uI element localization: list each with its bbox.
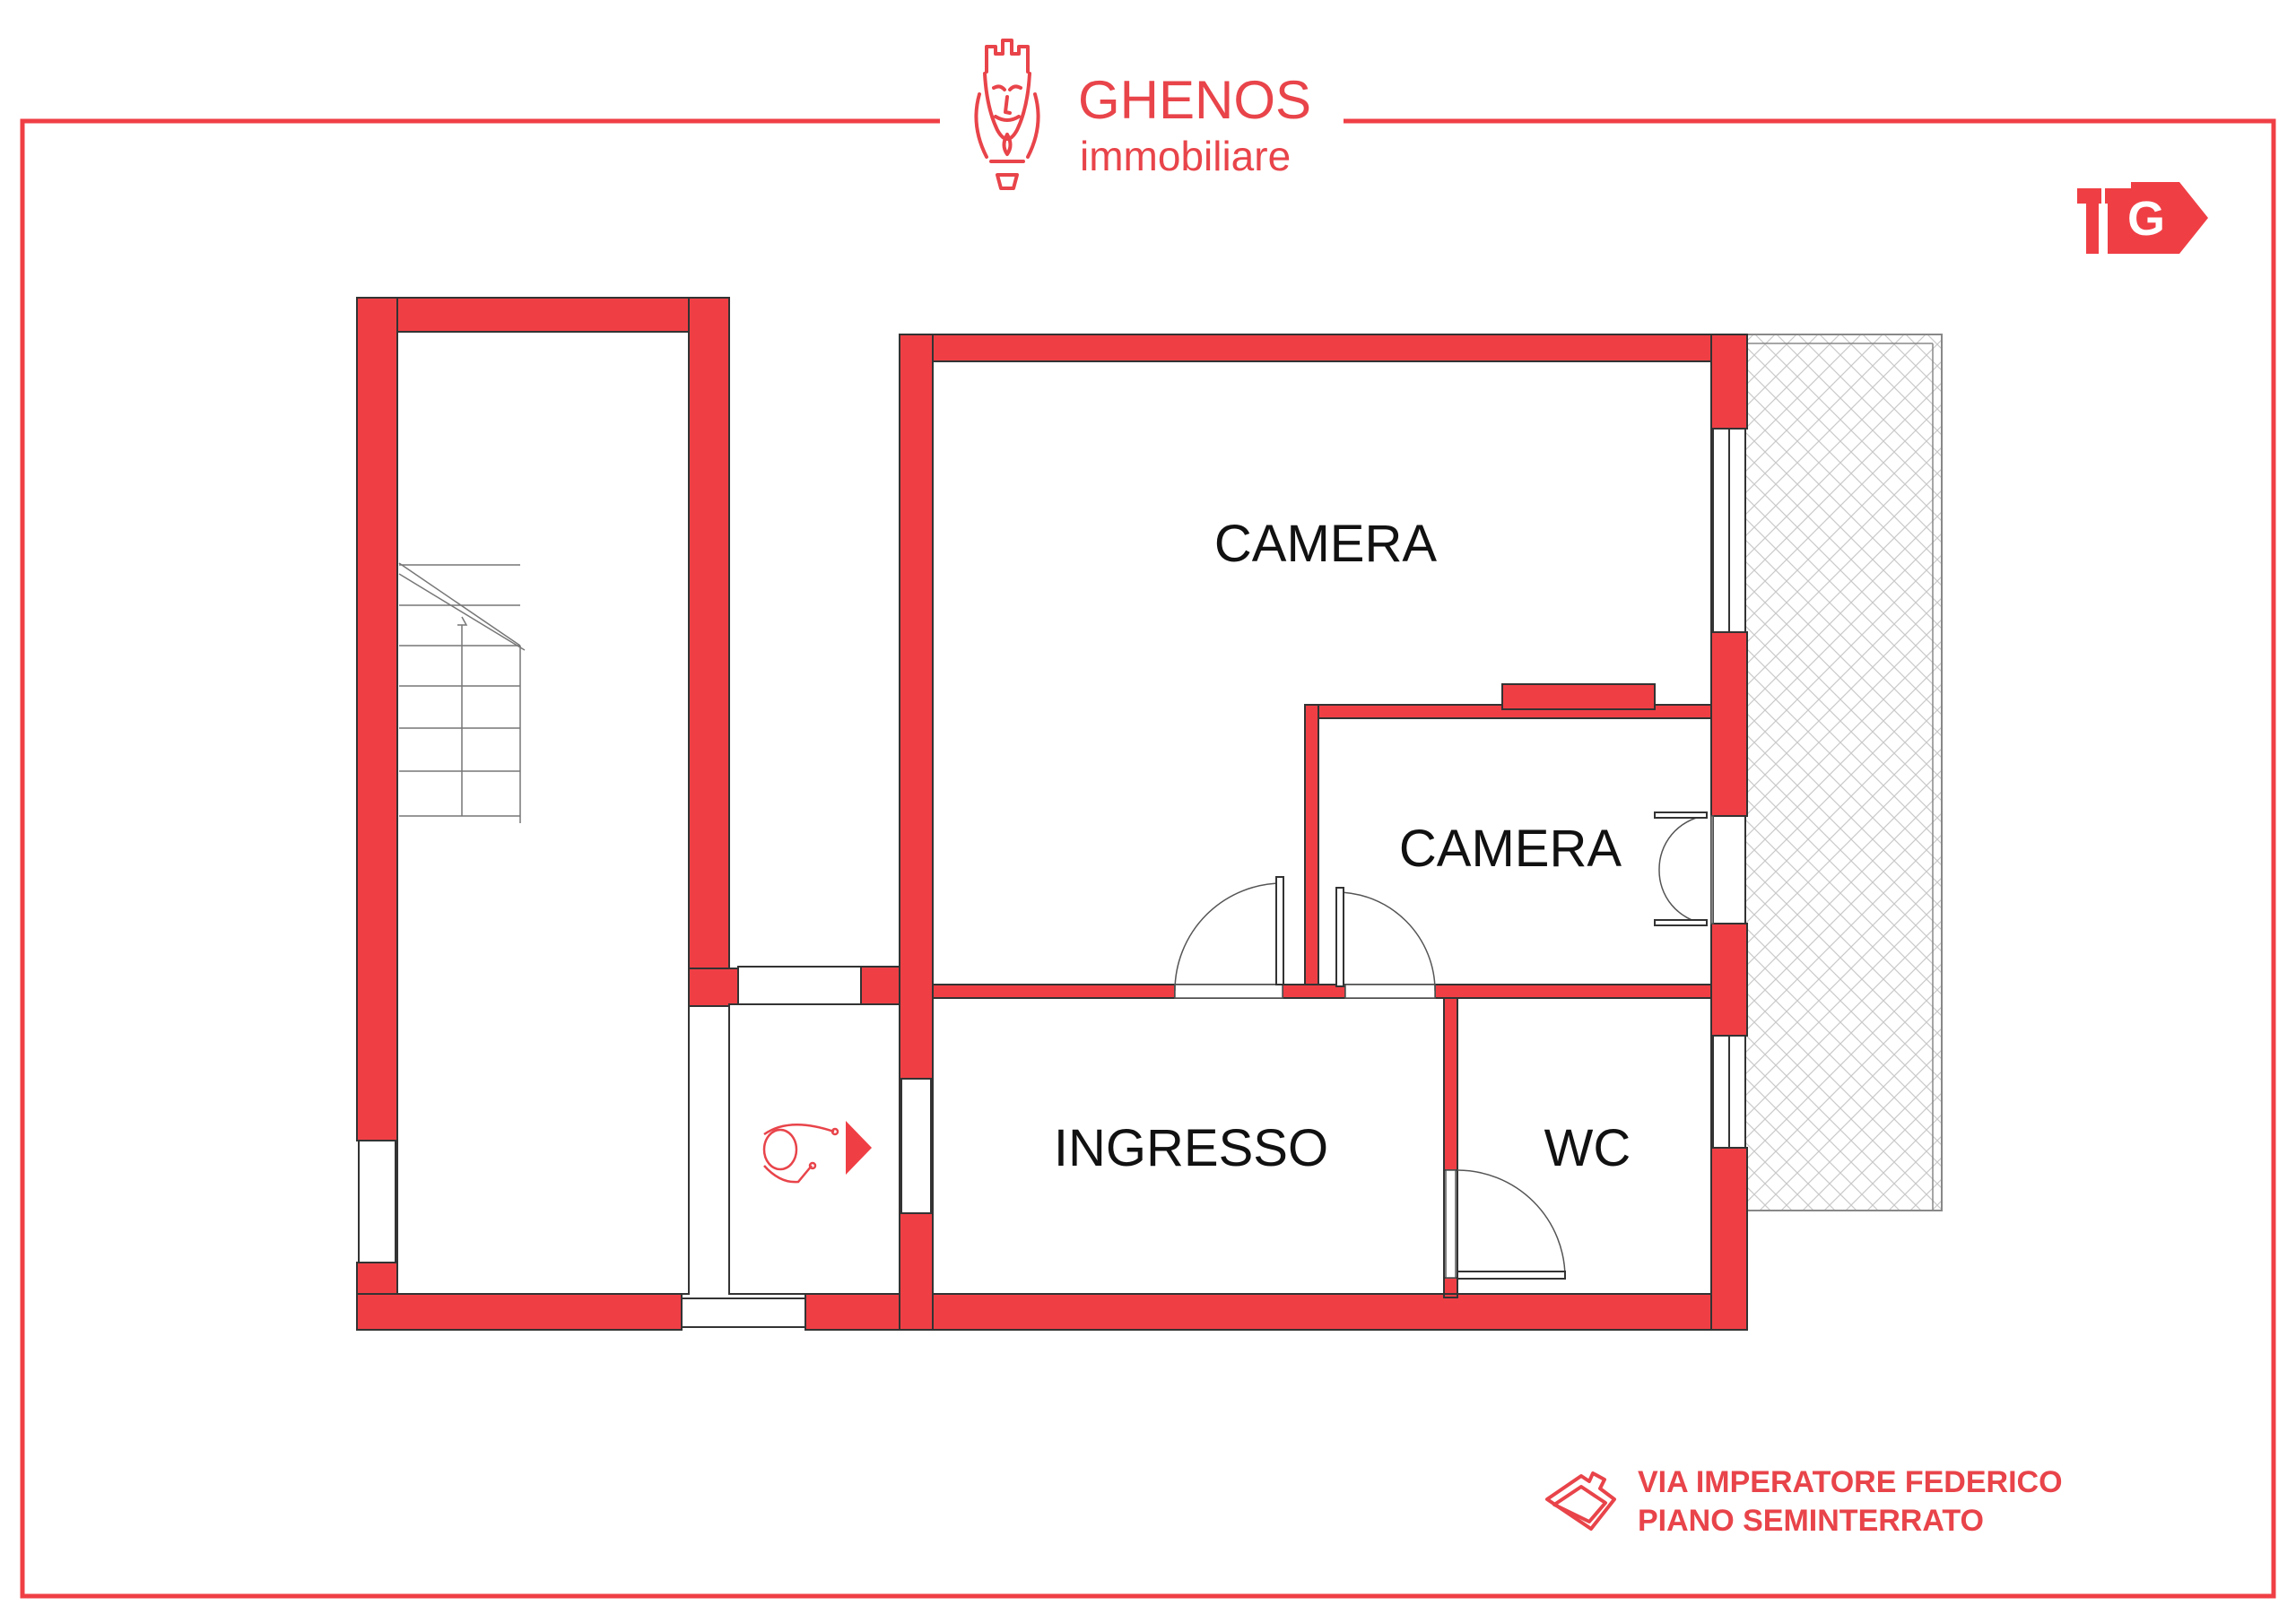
windows bbox=[358, 428, 1746, 1328]
brand-subtitle: immobiliare bbox=[1080, 133, 1291, 179]
room-label-camera-small: CAMERA bbox=[1399, 820, 1622, 878]
house-outline-icon bbox=[1545, 1471, 1616, 1531]
address-street: VIA IMPERATORE FEDERICO bbox=[1638, 1465, 2063, 1499]
brand-logo: GHENOS immobiliare bbox=[974, 39, 1311, 190]
entrance-person-icon bbox=[762, 1121, 872, 1184]
brand-name: GHENOS bbox=[1078, 70, 1311, 130]
room-label-wc: WC bbox=[1544, 1119, 1631, 1177]
internal-walls bbox=[932, 683, 1712, 1295]
g-badge-icon: G bbox=[2077, 182, 2208, 254]
address-floor: PIANO SEMINTERRATO bbox=[1638, 1504, 1984, 1538]
stairs-icon bbox=[398, 562, 526, 823]
outer-frame bbox=[20, 108, 2276, 1599]
room-label-camera-large: CAMERA bbox=[1214, 515, 1437, 573]
badge-letter: G bbox=[2127, 192, 2165, 246]
terrace-area bbox=[1744, 334, 1943, 1211]
doors bbox=[1174, 812, 1714, 1280]
castle-king-head-logo bbox=[974, 39, 1040, 190]
room-label-ingresso: INGRESSO bbox=[1054, 1119, 1328, 1177]
room-interiors bbox=[396, 331, 1712, 1295]
